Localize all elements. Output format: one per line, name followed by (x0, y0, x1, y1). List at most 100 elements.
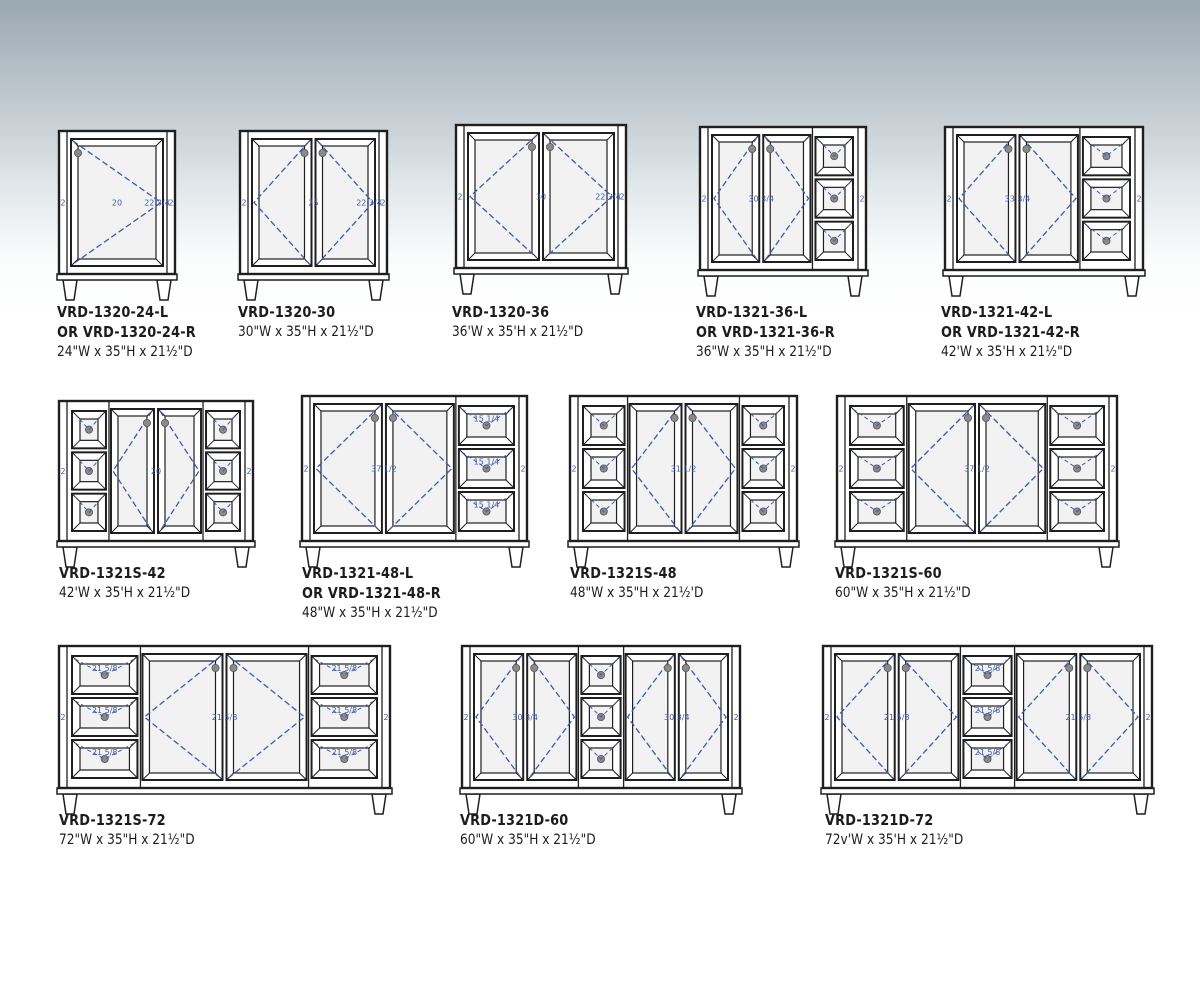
unit-7-sec-2-drawer-2-bevel-2 (742, 522, 751, 532)
unit-9-sec-0-drawer-2-swing (74, 742, 135, 760)
unit-11-door-1-inner (1086, 660, 1134, 774)
cabinet-vrd-1321-48-side-label-right: 2 (520, 465, 525, 474)
unit-1-door-1-bevel-3 (367, 258, 376, 267)
cabinet-vrd-1320-36-side-label-right: 2 (619, 193, 624, 202)
unit-3-sec-1-drawer-2-swing (818, 224, 851, 242)
dimensions-vrd-1321-36: 36"W x 35"H x 21½"D (696, 344, 832, 360)
model-number-vrd-1321s-48-0: VRD-1321S-48 (570, 564, 677, 582)
unit-7-sec-2-drawer-1-bevel-3 (775, 479, 785, 489)
unit-1-door-1-inner (321, 145, 369, 260)
unit-6-door-0-swing (315, 405, 381, 532)
unit-11-sec-1-drawer-1-bevel-2 (963, 727, 972, 737)
cabinet-vrd-1321-36-leg-0 (703, 275, 719, 297)
unit-2-door-dim-label: 30 (536, 193, 546, 202)
unit-6-sec-1-drawer-2-dim-label: 15 1/4 (474, 501, 500, 510)
unit-3-sec-1-drawer-0-swing (818, 139, 851, 157)
cabinet-vrd-1321s-60-side-label-right: 2 (1110, 465, 1115, 474)
unit-3-sec-1-drawer-1-bevel-2 (815, 209, 824, 219)
unit-9-sec-2-drawer-1-bevel-2 (311, 727, 320, 737)
unit-10-door-0-bevel-2 (473, 772, 482, 781)
unit-11-door-0-swing (836, 655, 894, 779)
cabinet-vrd-1321s-72-side-label-right: 2 (383, 713, 388, 722)
unit-10-sec-1-drawer-0-swing (584, 658, 618, 676)
unit-9-sec-0-drawer-0-knob (100, 671, 109, 680)
unit-8-sec-2-drawer-1-bevel-3 (1095, 479, 1105, 489)
cabinet-vrd-1321-36-side-label-right: 2 (859, 195, 864, 204)
unit-3-door-1-knob (766, 144, 775, 153)
unit-10-door-0-bevel-2 (625, 772, 633, 781)
unit-1-door-1-knob (318, 148, 327, 157)
unit-11-door-1-bevel-3 (1132, 772, 1141, 781)
unit-10-sec-1-drawer-1-bevel-3 (612, 727, 621, 737)
cabinet-vrd-1320-30-side-label-right: 2 (380, 199, 385, 208)
dimensions-vrd-1321s-48: 48"W x 35"H x 21½'D (570, 585, 704, 601)
unit-8-sec-0-drawer-2-bevel-3 (895, 522, 905, 532)
unit-4-sec-1-drawer-1-bevel-3 (1121, 209, 1131, 219)
unit-8-sec-0-drawer-2-swing (852, 494, 902, 513)
unit-2-door-0-bevel-2 (467, 252, 476, 261)
model-number-vrd-1321-36-1: OR VRD-1321-36-R (696, 323, 835, 341)
unit-9-sec-0-drawer-0-dim-label: 21 5/8 (92, 664, 118, 673)
cabinet-vrd-1320-30-leg-1 (368, 279, 384, 301)
cabinet-vrd-1320-30-leg-0 (243, 279, 259, 301)
model-number-vrd-1321s-72-0: VRD-1321S-72 (59, 811, 166, 829)
unit-8-sec-0-drawer-0-bevel-2 (849, 436, 859, 446)
unit-3-sec-1-drawer-0-bevel-2 (815, 166, 824, 176)
unit-2-door-1-swing (544, 134, 613, 259)
unit-11-sec-1-drawer-2-bevel-3 (1003, 769, 1012, 779)
unit-1-door-0-swing (253, 140, 310, 265)
unit-7-door-dim-label: 31 1/2 (671, 465, 697, 474)
unit-10-door-1-knob (681, 664, 690, 673)
unit-8-sec-2-drawer-0-bevel-2 (1049, 436, 1059, 446)
unit-8-door-0-swing (909, 405, 974, 532)
model-number-vrd-1320-24-0: VRD-1320-24-L (57, 303, 169, 321)
cabinet-vrd-1321s-72-side-label-left: 2 (60, 713, 65, 722)
unit-11-door-1-bevel-3 (951, 772, 959, 781)
unit-9-sec-0-drawer-0-swing (74, 658, 135, 676)
dimensions-vrd-1320-24: 24"W x 35"H x 21½"D (57, 344, 193, 360)
unit-6-door-dim-label: 37 1/2 (371, 465, 397, 474)
unit-9-sec-2-drawer-1-dim-label: 21 5/8 (331, 706, 357, 715)
unit-10-sec-1-drawer-0-bevel-2 (581, 685, 590, 695)
unit-5-sec-0-drawer-2-bevel-3 (97, 522, 107, 532)
unit-11-door-0-knob (883, 664, 892, 673)
model-number-vrd-1321-48-0: VRD-1321-48-L (302, 564, 414, 582)
model-number-vrd-1321-42-1: OR VRD-1321-42-R (941, 323, 1080, 341)
unit-10-door-1-bevel-1 (569, 653, 577, 662)
unit-5-sec-0-drawer-0-bevel-2 (71, 439, 81, 449)
unit-6-door-1-bevel-3 (446, 525, 455, 534)
unit-3-door-0-inner (718, 141, 753, 256)
unit-5-sec-0-drawer-1-bevel-2 (71, 481, 81, 491)
unit-4-door-1-bevel-3 (1070, 254, 1079, 263)
unit-2-door-0-inner (474, 139, 533, 254)
unit-11-door-0-bevel-0 (834, 653, 843, 662)
cabinet-vrd-1321s-72-leg-1 (371, 793, 387, 815)
unit-10-sec-1-drawer-1-bevel-2 (581, 727, 590, 737)
unit-9-door-1-bevel-3 (299, 772, 307, 781)
dimensions-vrd-1321s-60: 60"W x 35"H x 21½"D (835, 585, 971, 601)
cabinet-vrd-1321-42-side-label-right: 2 (1136, 195, 1141, 204)
unit-7-sec-0-drawer-2-bevel-3 (616, 522, 625, 532)
dimensions-vrd-1321-48: 48"W x 35"H x 21½"D (302, 605, 438, 621)
cabinet-vrd-1321s-72: 21 5/821 5/821 5/821 5/821 5/821 5/821 5… (56, 644, 393, 815)
cabinet-vrd-1321-42-leg-0 (948, 275, 964, 297)
unit-0-door-0-inner (77, 145, 157, 260)
unit-8-door-dim-label: 37 1/2 (964, 465, 990, 474)
unit-7-sec-0-drawer-1-swing (585, 451, 622, 470)
unit-7-door-1-swing (686, 405, 737, 532)
unit-8-sec-2-drawer-0-bevel-3 (1095, 436, 1105, 446)
unit-4-sec-1-drawer-0-bevel-3 (1121, 166, 1131, 176)
unit-9-door-0-knob (211, 664, 220, 673)
unit-8-sec-2-drawer-0-swing (1052, 408, 1102, 427)
unit-1-door-0-inner (258, 145, 306, 260)
dimensions-vrd-1321d-72: 72v'W x 35'H x 21½"D (825, 832, 964, 848)
